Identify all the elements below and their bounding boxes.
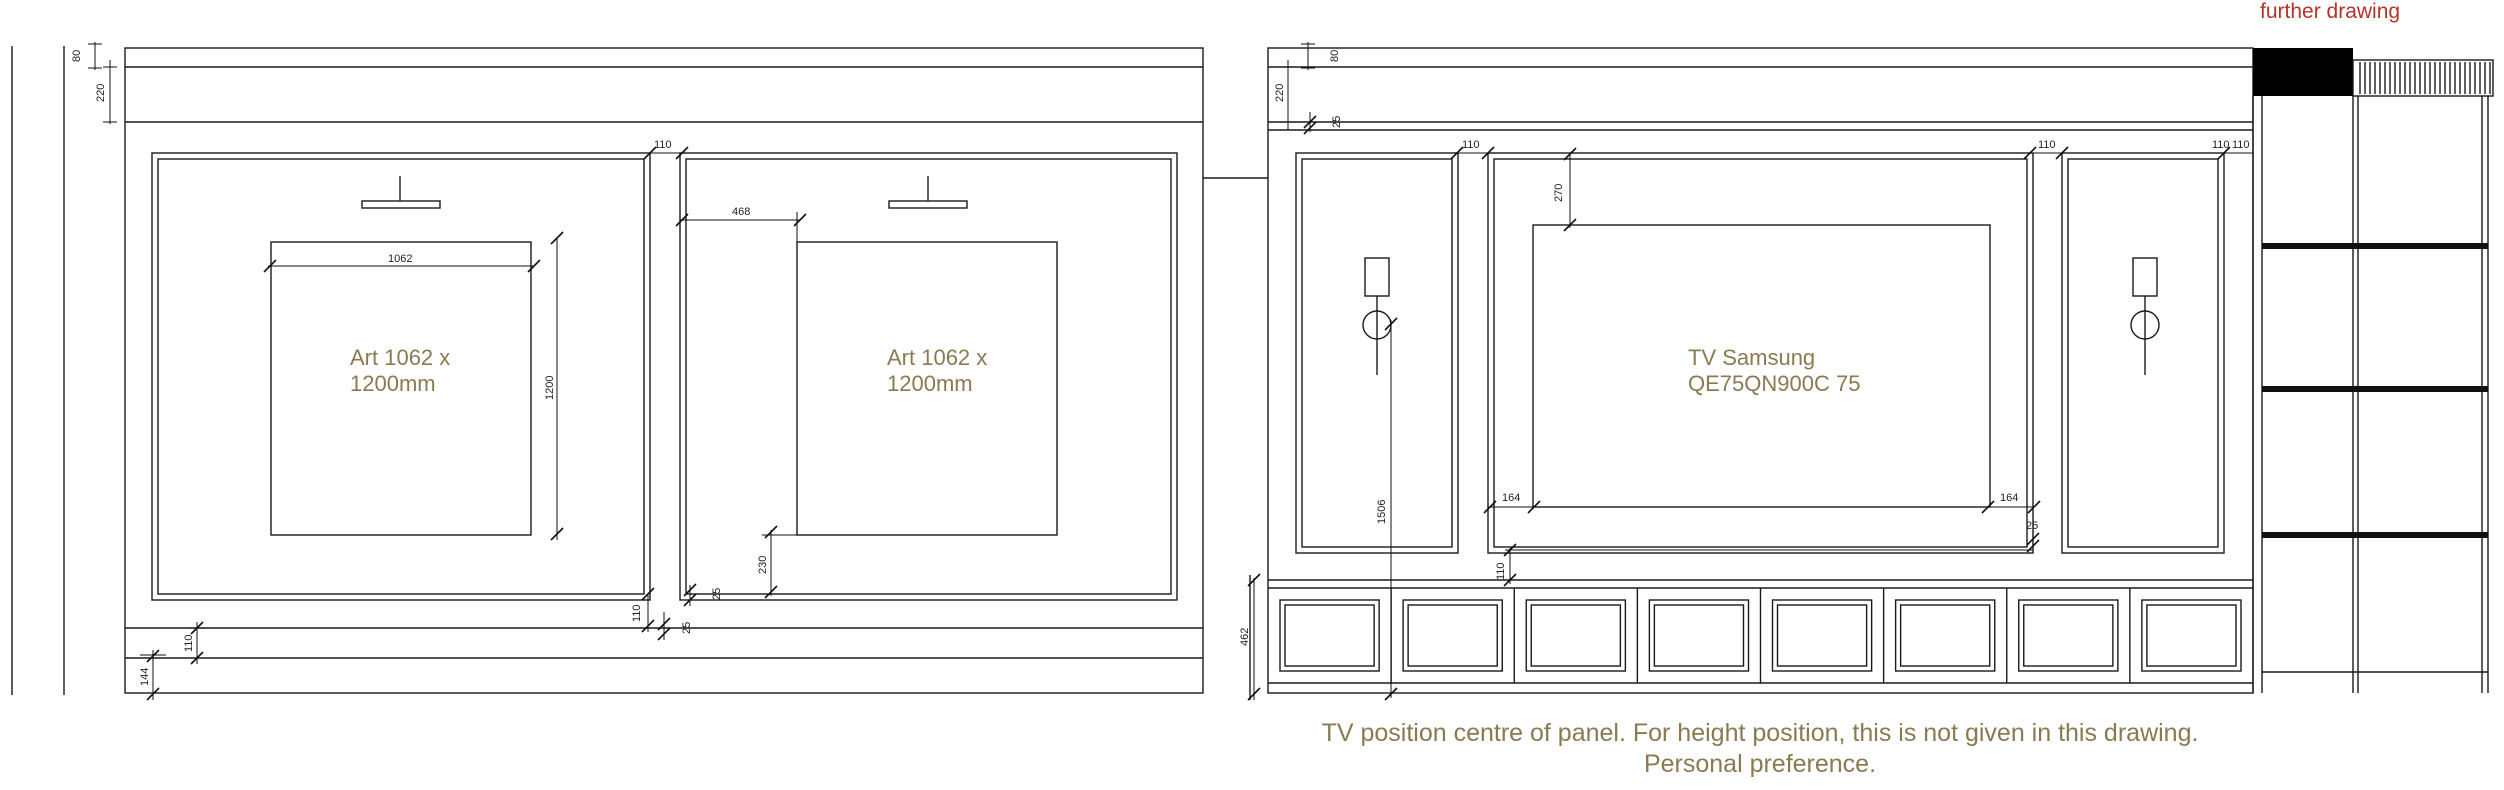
art-label-left-line2: 1200mm (350, 371, 436, 396)
dim-270: 270 (1553, 184, 1565, 202)
cabinet-door-panel (1771, 599, 1873, 672)
dim-110-top-left: 110 (654, 139, 672, 151)
footnote-line1: TV position centre of panel. For height … (1322, 719, 2199, 747)
dim-110-bottom-mid: 110 (631, 604, 643, 622)
dim-110-bottom-left: 110 (183, 634, 195, 652)
dim-468: 468 (732, 206, 750, 218)
art-label-left-line1: Art 1062 x (350, 345, 450, 370)
cabinet-door-panel (1653, 604, 1745, 667)
dim-80-left: 80 (71, 50, 83, 62)
shelving-slats (2359, 62, 2491, 94)
cabinet-door-panel (2023, 604, 2114, 667)
dim-80-right: 80 (1329, 50, 1341, 62)
cabinet-door-panel (1530, 604, 1622, 667)
middle-panel-frame (679, 152, 1178, 601)
wall-sconce-right (2130, 257, 2160, 375)
cabinet-door-panel (1407, 604, 1498, 667)
dim-25-bottom-mid: 25 (681, 622, 693, 634)
left-wall-section (124, 47, 1204, 694)
dim-1062: 1062 (388, 253, 412, 265)
dim-220-right: 220 (1274, 84, 1286, 102)
shelving-unit (2252, 48, 2494, 693)
dim-110-r2: 110 (2038, 139, 2056, 151)
dim-164-right: 164 (2000, 492, 2018, 504)
further-drawing-note: further drawing (2260, 0, 2400, 23)
cabinet-door-panel (1899, 604, 1991, 667)
wall-sconce-left (1362, 257, 1392, 375)
tv-label-line2: QE75QN900C 75 (1688, 371, 1860, 396)
cabinet-door-panel (1894, 599, 1996, 672)
picture-light-right (888, 176, 968, 209)
cabinet-door-panel (1648, 599, 1750, 672)
art-frame-left (270, 241, 532, 536)
dim-110-r4: 110 (2212, 139, 2230, 151)
dim-144: 144 (139, 668, 151, 686)
picture-light-left (361, 176, 441, 209)
dim-25-mid: 25 (711, 588, 723, 600)
dim-1506: 1506 (1376, 500, 1388, 524)
cabinet-door-panel (1284, 604, 1375, 667)
cabinet-door-panel (2018, 599, 2119, 672)
dim-462: 462 (1239, 628, 1251, 646)
cabinet-door-panel (1776, 604, 1868, 667)
art-label-right-line1: Art 1062 x (887, 345, 987, 370)
tv-outline (1532, 224, 1991, 508)
lower-cabinet-doors (1279, 588, 2242, 683)
cabinet-door-panel (2141, 599, 2242, 672)
sconce-panel-left (1295, 152, 1459, 554)
dimension-labels: 80 220 1062 1200 110 468 230 25 110 25 1… (71, 50, 2250, 686)
dim-164-left: 164 (1502, 492, 1520, 504)
dim-110-r1: 110 (1462, 139, 1480, 151)
cabinet-door-panel (1402, 599, 1503, 672)
sconce-panel-right (2061, 152, 2225, 554)
object-labels: Art 1062 x 1200mm Art 1062 x 1200mm TV S… (350, 345, 1860, 396)
cabinet-door-panel (1525, 599, 1627, 672)
art-label-right-line2: 1200mm (887, 371, 973, 396)
dim-25-tv: 25 (2026, 520, 2038, 532)
corner-column (1203, 177, 1268, 700)
cabinet-door-panel (2146, 604, 2237, 667)
tv-panel-frame (1487, 152, 2034, 554)
dim-1200: 1200 (544, 376, 556, 400)
dim-230: 230 (757, 556, 769, 574)
tv-label-line1: TV Samsung (1688, 345, 1815, 370)
dim-220-left: 220 (95, 84, 107, 102)
art-frame-right (796, 241, 1058, 536)
right-wall-section (1267, 47, 2254, 694)
footnote: TV position centre of panel. For height … (1322, 719, 2199, 778)
left-panel-frame (151, 152, 651, 601)
dim-25-right: 25 (1331, 116, 1343, 128)
shelving-dark-block (2253, 48, 2353, 96)
dim-110-r3: 110 (2232, 139, 2250, 151)
footnote-line2: Personal preference. (1644, 750, 1876, 778)
left-reference-lines (11, 46, 65, 695)
cabinet-door-panel (1279, 599, 1380, 672)
dimension-lines (88, 42, 2253, 701)
dim-110-tv-bottom: 110 (1495, 562, 1507, 580)
